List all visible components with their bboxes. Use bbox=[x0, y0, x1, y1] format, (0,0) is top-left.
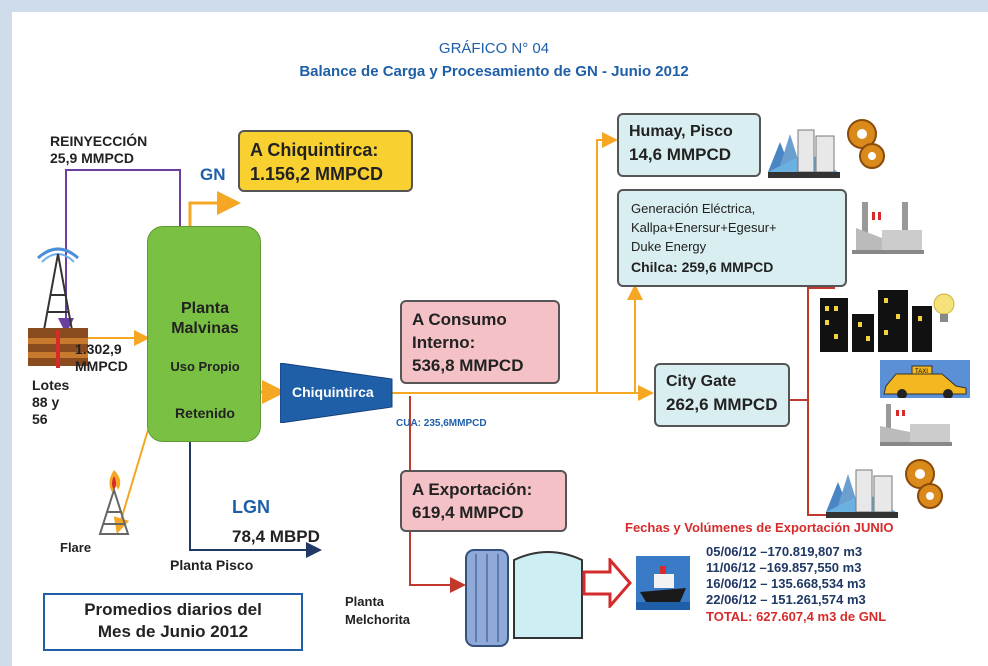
export-line bbox=[409, 396, 466, 593]
city-gate-box: City Gate 262,6 MMPCD bbox=[654, 363, 790, 427]
reinyeccion-value: 25,9 MMPCD bbox=[50, 150, 135, 166]
generacion-box: Generación Eléctrica, Kallpa+Enersur+Ege… bbox=[617, 189, 847, 287]
malvinas-retenido: Retenido bbox=[175, 405, 235, 421]
reinyeccion-label: REINYECCIÓN bbox=[50, 133, 148, 149]
generacion-label-1: Generación Eléctrica, bbox=[631, 201, 756, 216]
chiquintirca-node bbox=[280, 363, 393, 423]
generacion-label-3: Duke Energy bbox=[631, 239, 707, 254]
exportacion-label: A Exportación: bbox=[412, 480, 533, 499]
consumo-value: 536,8 MMPCD bbox=[412, 356, 524, 375]
lotes-unit: MMPCD bbox=[75, 358, 128, 374]
lotes-numbers-1: 88 y bbox=[32, 394, 60, 410]
city-buildings-icon bbox=[820, 290, 955, 352]
melchorita-plant-icon bbox=[465, 549, 583, 647]
consumo-interno-box: A Consumo Interno: 536,8 MMPCD bbox=[400, 300, 560, 384]
lotes-numbers-2: 56 bbox=[32, 411, 48, 427]
chiquintirca-node-label: Chiquintirca bbox=[292, 384, 374, 400]
power-plant-icon bbox=[768, 119, 885, 178]
figure-number: GRÁFICO N° 04 bbox=[438, 40, 550, 57]
city-gate-value: 262,6 MMPCD bbox=[666, 395, 778, 414]
lgn-label: LGN bbox=[232, 497, 270, 517]
export-dates-title: Fechas y Volúmenes de Exportación JUNIO bbox=[625, 520, 894, 535]
gn-line bbox=[188, 191, 241, 228]
city-gate-label: City Gate bbox=[666, 373, 737, 390]
export-arrow-icon bbox=[582, 558, 632, 608]
exportacion-value: 619,4 MMPCD bbox=[412, 503, 524, 522]
exportacion-box: A Exportación: 619,4 MMPCD bbox=[400, 470, 567, 532]
malvinas-uso-propio: Uso Propio bbox=[170, 359, 240, 374]
consumo-label-1: A Consumo bbox=[412, 310, 507, 329]
export-date-row-1: 05/06/12 –170.819,807 m3 bbox=[706, 544, 863, 559]
export-total: TOTAL: 627.607,4 m3 de GNL bbox=[706, 609, 887, 624]
lotes-flow: 1.302,9 bbox=[75, 341, 122, 357]
power-plant-icon-2 bbox=[826, 459, 943, 518]
melchorita-label-2: Melchorita bbox=[345, 612, 411, 627]
lng-ship-icon bbox=[636, 556, 690, 610]
diagram-title: Balance de Carga y Procesamiento de GN -… bbox=[299, 63, 689, 80]
export-date-row-3: 16/06/12 – 135.668,534 m3 bbox=[706, 576, 866, 591]
chiquintirca-box-label: A Chiquintirca: bbox=[250, 140, 379, 160]
malvinas-label-2: Malvinas bbox=[171, 320, 239, 337]
small-factory-icon bbox=[880, 404, 952, 446]
malvinas-to-flare-line bbox=[113, 429, 149, 534]
flare-icon bbox=[98, 470, 130, 535]
lotes-label: Lotes bbox=[32, 377, 70, 393]
lgn-value: 78,4 MBPD bbox=[232, 527, 320, 546]
chilca-value: Chilca: 259,6 MMPCD bbox=[631, 259, 774, 275]
branch-humay-line bbox=[596, 132, 618, 393]
consumo-label-2: Interno: bbox=[412, 333, 476, 352]
factory-icon bbox=[852, 202, 924, 254]
gn-label: GN bbox=[200, 165, 226, 184]
chiquintirca-box-value: 1.156,2 MMPCD bbox=[250, 164, 384, 184]
malvinas-label-1: Planta bbox=[180, 300, 229, 317]
top-border bbox=[0, 0, 988, 12]
planta-malvinas: Planta Malvinas Uso Propio Retenido bbox=[147, 226, 261, 442]
humay-label: Humay, Pisco bbox=[629, 123, 733, 140]
taxi-text: TAXI bbox=[915, 369, 928, 375]
humay-value: 14,6 MMPCD bbox=[629, 145, 732, 164]
flare-label: Flare bbox=[60, 540, 92, 555]
chiquintirca-box: A Chiquintirca: 1.156,2 MMPCD bbox=[238, 130, 413, 192]
export-date-row-2: 11/06/12 –169.857,550 m3 bbox=[706, 560, 862, 575]
export-date-row-4: 22/06/12 – 151.261,574 m3 bbox=[706, 592, 866, 607]
humay-box: Humay, Pisco 14,6 MMPCD bbox=[617, 113, 761, 177]
oil-rig-icon bbox=[28, 247, 88, 368]
melchorita-label-1: Planta bbox=[345, 594, 385, 609]
taxi-icon: TAXI bbox=[880, 360, 970, 398]
lgn-line bbox=[189, 440, 322, 558]
citygate-bracket bbox=[807, 287, 835, 516]
cua-label: CUA: 235,6MMPCD bbox=[396, 418, 487, 429]
planta-pisco-label: Planta Pisco bbox=[170, 557, 254, 573]
promedios-line-1: Promedios diarios del bbox=[84, 600, 262, 619]
promedios-line-2: Mes de Junio 2012 bbox=[97, 622, 249, 641]
promedios-box: Promedios diarios del Mes de Junio 2012 bbox=[43, 593, 303, 651]
left-border bbox=[0, 0, 12, 666]
generacion-label-2: Kallpa+Enersur+Egesur+ bbox=[631, 220, 777, 235]
